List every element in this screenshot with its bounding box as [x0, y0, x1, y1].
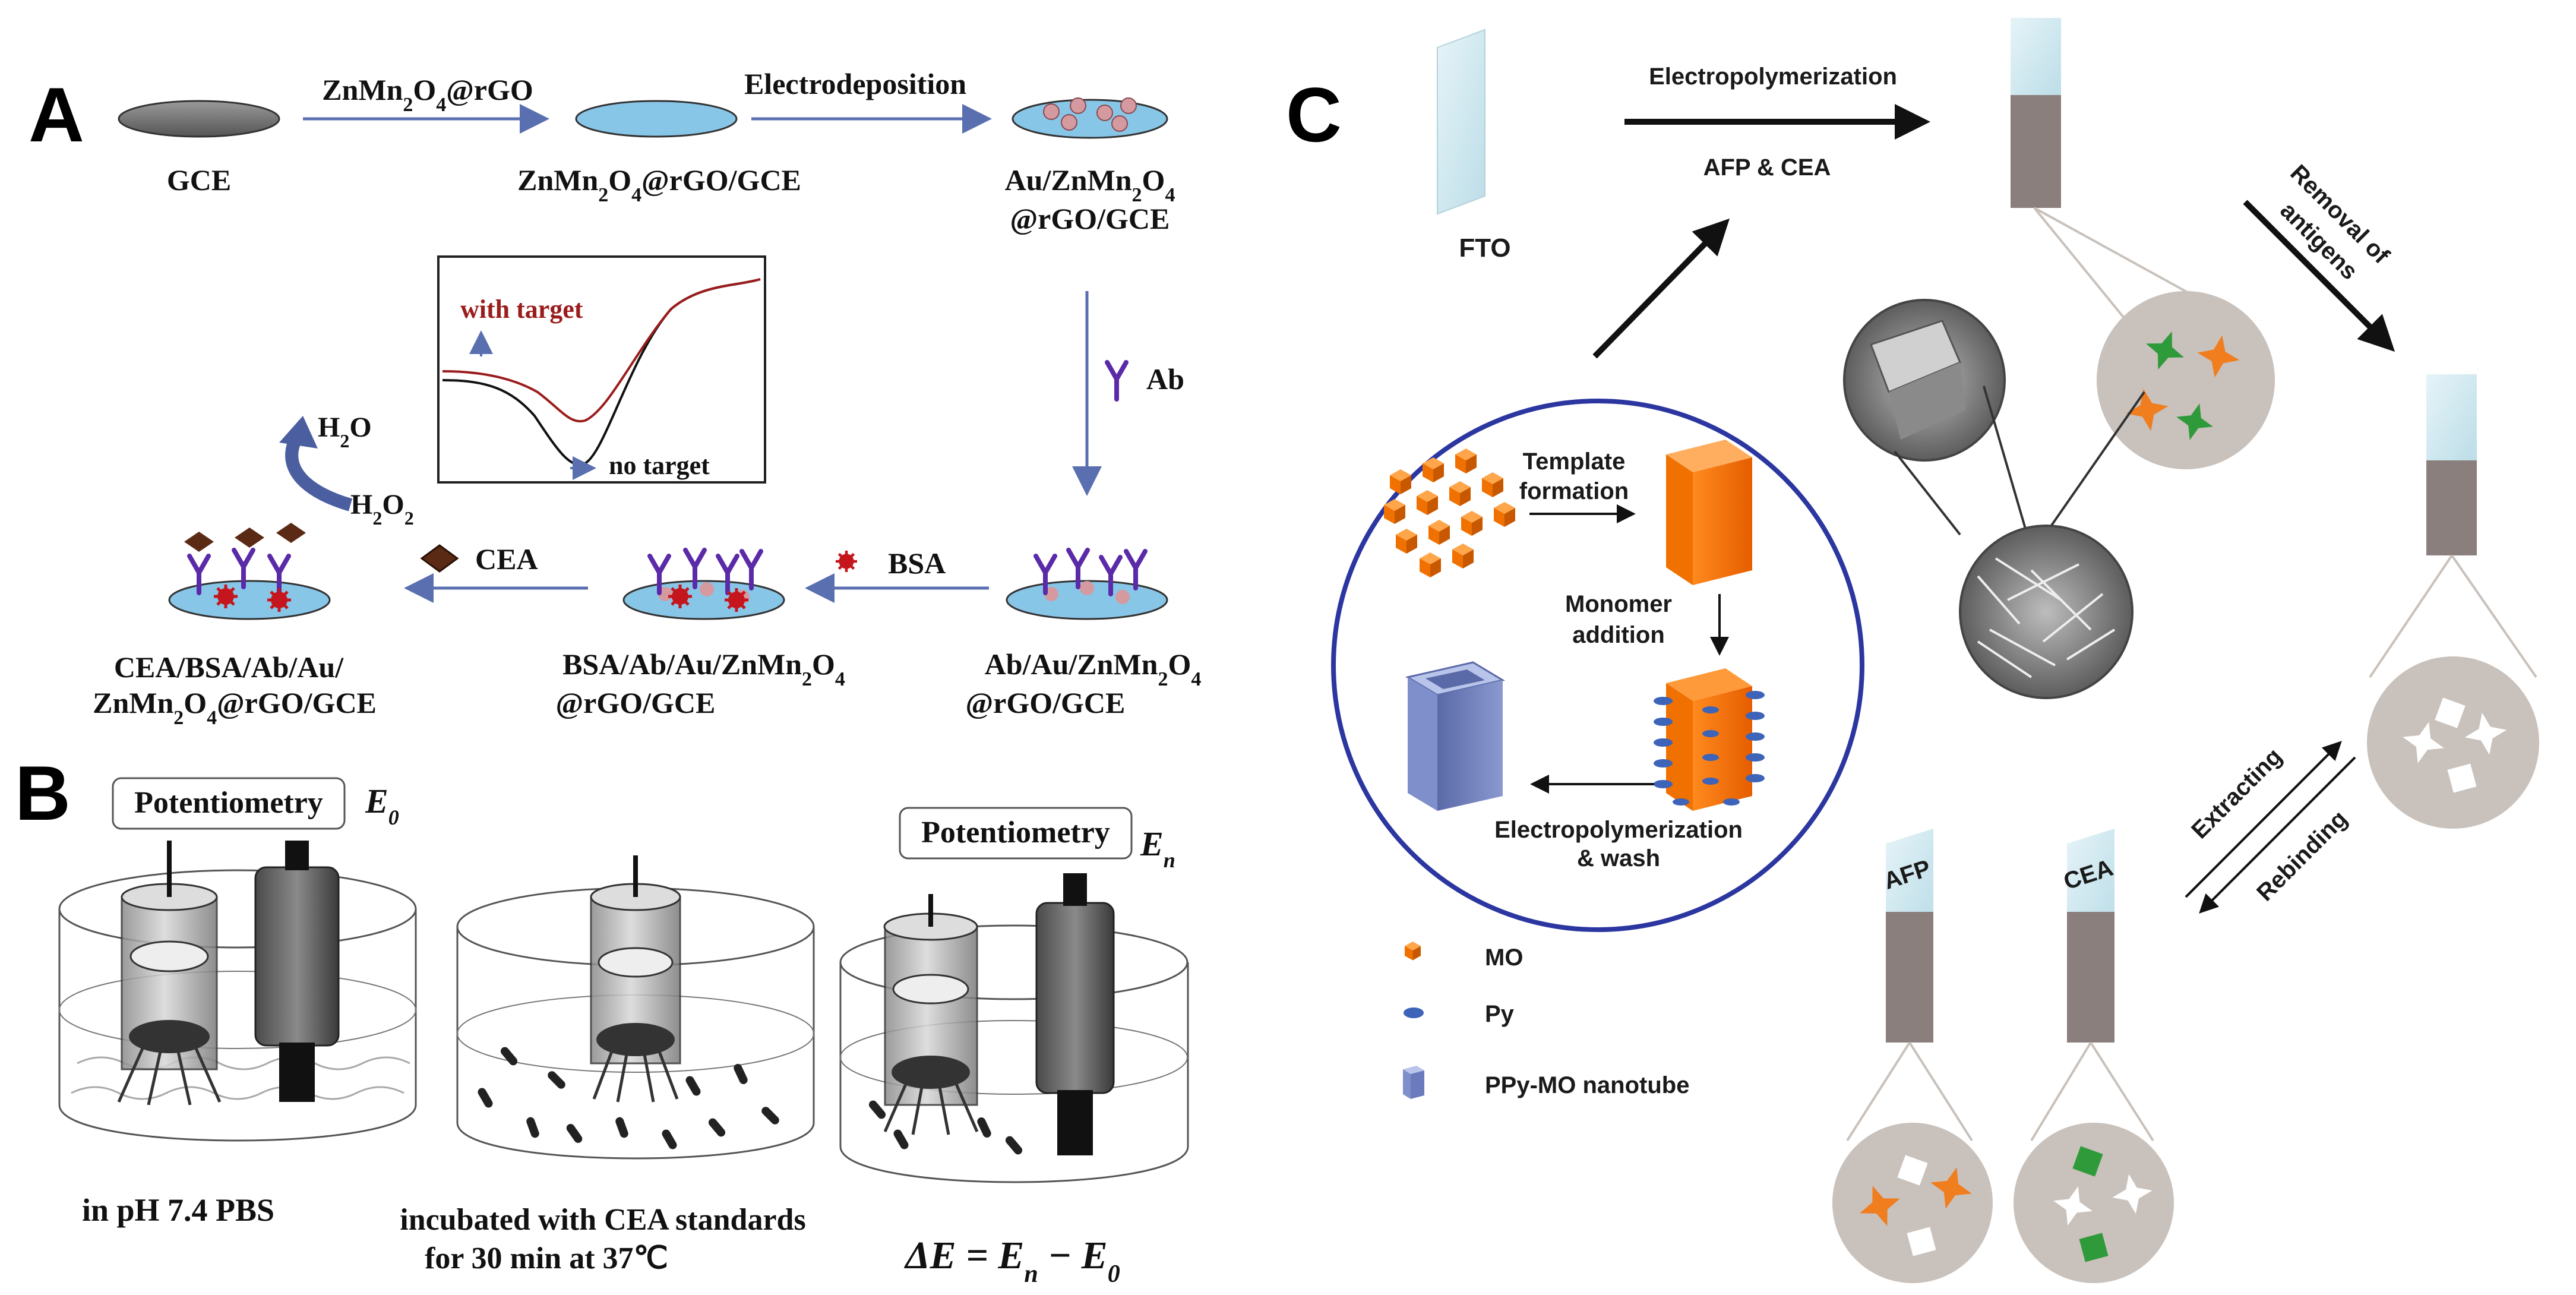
template-removed-slide	[2426, 374, 2477, 555]
bsa-label-line1: BSA/Ab/Au/ZnMn2O4	[562, 648, 845, 690]
py-coated-block	[1654, 668, 1765, 811]
nanotube-icon	[1403, 1066, 1424, 1099]
bsa-icon	[836, 551, 857, 572]
modify-arrow-label: ZnMn2O4@rGO	[322, 73, 533, 116]
imprinted-slide	[2011, 18, 2061, 208]
panel-label-b: B	[15, 750, 71, 836]
sem-image-top	[1843, 299, 2006, 462]
caption-pbs: in pH 7.4 PBS	[82, 1192, 274, 1228]
extracting-label: Extracting	[2186, 743, 2287, 844]
electropoly-wash-line1: Electropolymerization	[1494, 817, 1743, 843]
antibody-icon	[1107, 362, 1126, 399]
orange-cube-icon	[1405, 942, 1421, 961]
ab-electrode	[1006, 550, 1168, 620]
potentiometry-label-2: Potentiometry	[921, 816, 1110, 849]
orange-template-block	[1666, 440, 1752, 585]
h2o2-label: H2O2	[350, 489, 414, 529]
monomer-label-line2: addition	[1572, 622, 1665, 648]
potentiometry-label-1: Potentiometry	[134, 786, 323, 820]
zoom-lines-cea	[2030, 1041, 2154, 1142]
cea-electrode	[168, 523, 331, 620]
ppy-nanotube	[1405, 661, 1505, 811]
en-label-2: En	[1140, 825, 1175, 872]
potentiometry-box-2	[899, 807, 1133, 860]
cea-label-line1: CEA/BSA/Ab/Au/	[114, 650, 344, 684]
gce-label: GCE	[167, 163, 231, 197]
zoom-circle-mixed	[2097, 291, 2275, 469]
ab-label-line1: Ab/Au/ZnMn2O4	[985, 648, 1202, 690]
gce-electrode	[118, 100, 280, 138]
template-label-line2: formation	[1519, 478, 1629, 504]
curved-arrow-head	[279, 416, 318, 448]
no-target-label: no target	[609, 451, 710, 480]
au-label-line1: Au/ZnMn2O4	[1005, 163, 1175, 206]
panel-c: C FTO Electropolymerization AFP & CEA Re…	[1286, 18, 2539, 1283]
legend-ppy-label: PPy-MO nanotube	[1485, 1072, 1689, 1098]
potentiometry-box-1	[112, 777, 346, 830]
ab-arrow-label: Ab	[1146, 362, 1184, 396]
beaker-3	[839, 873, 1189, 1183]
e0-label-1: E0	[365, 782, 399, 829]
catalysis-curved-arrow	[285, 433, 353, 511]
bsa-label-line2: @rGO/GCE	[556, 686, 716, 719]
cea-arrow-label: CEA	[475, 542, 538, 576]
fto-label: FTO	[1459, 233, 1510, 263]
template-label-line1: Template	[1523, 448, 1626, 475]
beaker-2	[456, 855, 815, 1160]
electropoly-wash-line2: & wash	[1577, 845, 1660, 871]
electropolymerization-label: Electropolymerization	[1649, 64, 1897, 90]
zoom-lines-2	[2369, 554, 2537, 678]
afp-slide	[1886, 829, 1933, 1043]
cea-label-line2: ZnMn2O4@rGO/GCE	[93, 686, 377, 729]
sem-zoom-lines	[1894, 386, 2145, 536]
beaker-1	[58, 841, 417, 1142]
electrodeposition-label: Electrodeposition	[744, 67, 966, 100]
caption-incubated-line1: incubated with CEA standards	[400, 1203, 805, 1237]
panel-label-a: A	[29, 71, 84, 158]
monomer-label-line1: Monomer	[1565, 591, 1672, 617]
arrow-template-to-slide	[1592, 218, 1730, 359]
au-electrode	[1012, 97, 1168, 139]
panel-label-c: C	[1286, 71, 1342, 158]
bsa-electrode	[622, 550, 785, 620]
legend-py-label: Py	[1485, 1001, 1515, 1027]
with-target-label: with target	[460, 295, 583, 324]
rebinding-label: Rebinding	[2252, 806, 2352, 906]
znmn-rgo-gce-label: ZnMn2O4@rGO/GCE	[517, 163, 801, 206]
zoom-circle-empty	[2367, 656, 2539, 829]
cea-diamond-icon	[420, 544, 459, 573]
legend-mo-label: MO	[1485, 945, 1523, 971]
ab-label-line2: @rGO/GCE	[966, 686, 1126, 719]
cea-slide	[2067, 829, 2114, 1043]
arrow-removal	[2243, 200, 2395, 352]
blue-ellipse-icon	[1404, 1007, 1424, 1018]
caption-incubated-line2: for 30 min at 37℃	[425, 1242, 668, 1275]
zoom-circle-afp	[1832, 1123, 1993, 1283]
zoom-lines-afp	[1846, 1041, 1973, 1142]
bsa-arrow-label: BSA	[888, 547, 946, 580]
dpv-inset	[437, 255, 766, 484]
delta-e-equation: ΔE = En − E0	[903, 1234, 1120, 1288]
arrow-rebinding	[2199, 756, 2356, 914]
h2o-label: H2O	[318, 412, 372, 451]
znmn-rgo-electrode	[575, 100, 738, 138]
panel-b: B Potentiometry E0 in pH 7.4 PBS	[15, 750, 1189, 1288]
panel-a: A GCE ZnMn2O4@rGO ZnMn2O4@rGO/GCE Electr…	[29, 67, 1201, 729]
legend: MO Py PPy-MO nanotube	[1403, 942, 1689, 1099]
afp-cea-label: AFP & CEA	[1703, 154, 1831, 181]
sem-image-bottom	[1959, 525, 2134, 699]
au-label-line2: @rGO/GCE	[1010, 202, 1170, 235]
arrow-extracting	[2185, 741, 2342, 898]
fto-slide	[1437, 29, 1485, 215]
zoom-circle-cea	[2014, 1123, 2174, 1283]
